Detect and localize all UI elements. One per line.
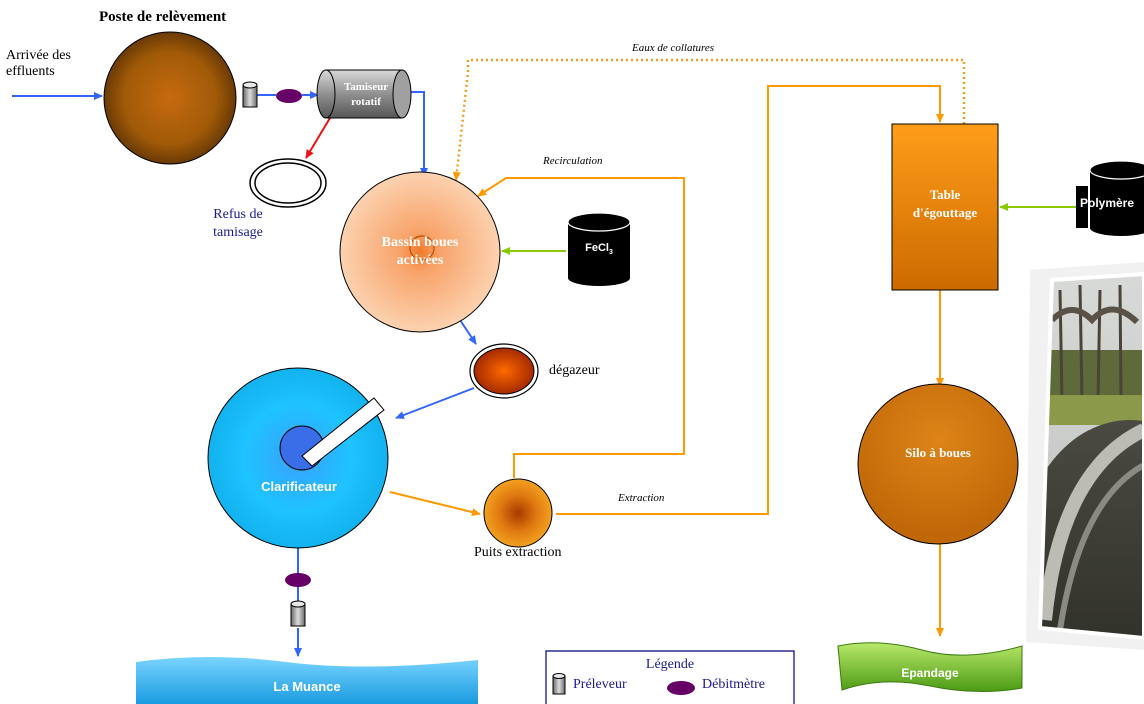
fecl3-label: FeCl3: [568, 242, 630, 256]
legend-sampler-label: Préleveur: [573, 677, 627, 692]
screen-label-line1: Tamiseur: [343, 81, 389, 93]
fecl3-tank: [567, 212, 631, 286]
legend-box: [545, 650, 795, 704]
clarifier-outlet-instruments: [285, 573, 311, 627]
extraction-well-label: Puits extraction: [474, 545, 562, 560]
degasser: [469, 343, 539, 399]
legend-sampler-icon: [552, 673, 566, 695]
sludge-flow-lines: [389, 85, 944, 637]
sludge-silo-label: Silo à boues: [905, 445, 971, 460]
reagent-flow-lines: [501, 203, 1076, 255]
degasser-label: dégazeur: [549, 363, 600, 378]
screen-reject-label-line2: tamisage: [213, 225, 263, 240]
lift-station: [103, 31, 237, 165]
reject-flow-line: [305, 117, 331, 159]
sampler-icon: [242, 81, 258, 108]
flowmeter-icon: [285, 573, 311, 587]
spreading-label: Epandage: [901, 666, 959, 680]
extraction-label: Extraction: [618, 492, 665, 504]
effluent-flow-lines: [12, 91, 477, 657]
sludge-silo: [857, 383, 1019, 545]
clarifier-label: Clarificateur: [261, 479, 337, 494]
fecl3-label-sub: 3: [608, 249, 613, 257]
inlet-label: Arrivée des effluents: [6, 48, 71, 80]
drainage-table-label-line1: Table: [929, 187, 961, 202]
diagram-title: Poste de relèvement: [99, 9, 227, 25]
recirculation-label: Recirculation: [543, 155, 603, 167]
aeration-basin-label: Bassin boues activées: [360, 234, 480, 270]
sampler-icon: [290, 600, 306, 627]
legend-flowmeter-icon: [667, 681, 695, 695]
drain-water-label: Eaux de collatures: [632, 42, 715, 54]
extraction-well: [483, 478, 553, 548]
river-shape: [136, 657, 478, 704]
drainage-table-label-line2: d'égouttage: [912, 205, 978, 220]
river-label: La Muance: [273, 679, 341, 694]
screen-reject-label-line1: Refus de: [213, 207, 263, 222]
screen-reject-container: [249, 158, 327, 208]
drainage-table: [891, 123, 999, 291]
polymer-tank: [1076, 160, 1144, 236]
screen-label: Tamiseur rotatif: [330, 80, 402, 110]
aeration-basin: [339, 171, 501, 333]
legend-flowmeter-label: Débitmètre: [702, 677, 765, 692]
site-photo: [1026, 262, 1144, 650]
legend-title: Légende: [645, 657, 695, 672]
screen-reject-label: Refus de tamisage: [200, 206, 276, 242]
rotary-screen: [316, 69, 412, 119]
clarifier: [207, 367, 389, 549]
polymer-label: Polymère: [1080, 196, 1135, 210]
inlet-label-line1: Arrivée des: [6, 48, 71, 63]
inlet-label-line2: effluents: [6, 64, 55, 79]
flowmeter-icon: [276, 89, 302, 103]
spreading-shape: [837, 642, 1023, 693]
fecl3-label-main: FeCl: [585, 242, 609, 254]
drain-water-line: [452, 58, 966, 181]
aeration-basin-label-line1: Bassin boues: [381, 235, 459, 250]
aeration-basin-label-line2: activées: [396, 253, 444, 268]
drainage-table-label: Table d'égouttage: [892, 186, 998, 222]
screen-label-line2: rotatif: [351, 96, 381, 108]
